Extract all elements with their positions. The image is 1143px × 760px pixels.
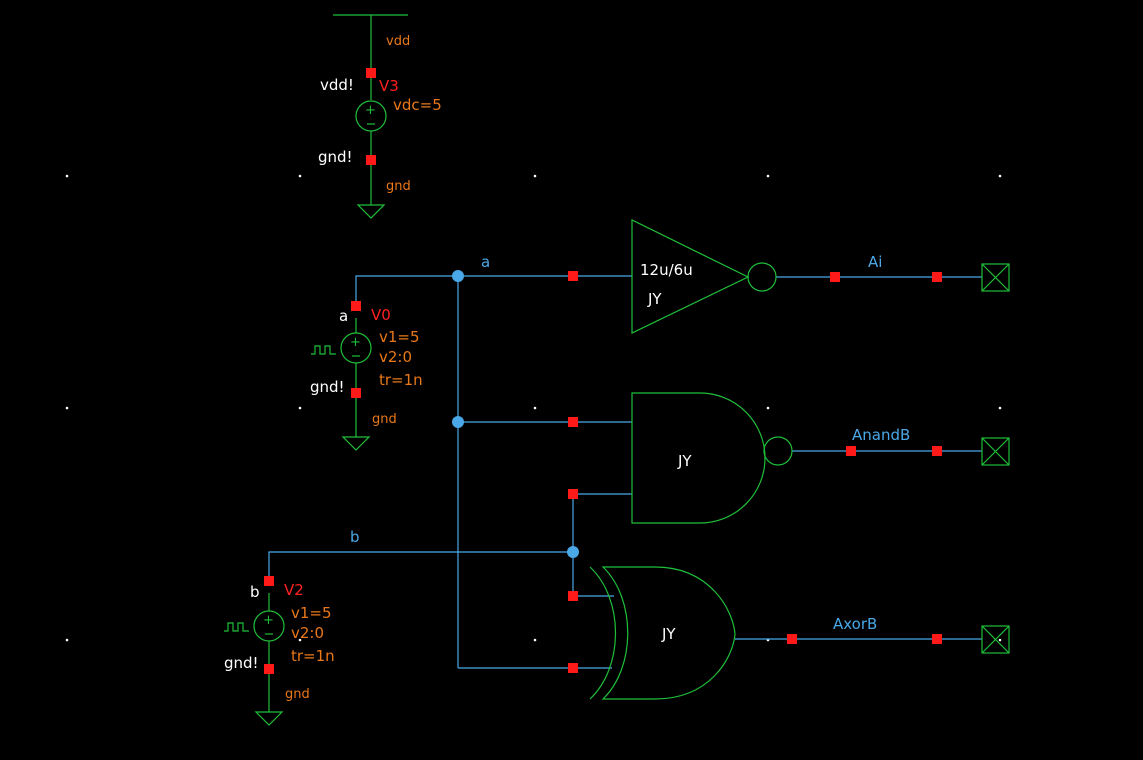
source-a-param-3: tr=1n: [379, 371, 423, 389]
grid-dot: [533, 638, 537, 642]
nand-cell-label: JY: [677, 452, 692, 470]
inverter-cell-label: JY: [647, 290, 662, 308]
source-a-gnd-net-label: gnd: [372, 412, 397, 427]
source-b-gnd-net-label: gnd: [285, 687, 310, 702]
grid-dot: [533, 174, 537, 178]
source-a-instance-name: V0: [371, 306, 391, 324]
source-b-param-3: tr=1n: [291, 647, 335, 665]
vdd-gnd-pin-label: gnd!: [318, 148, 353, 166]
net-label-b: b: [350, 528, 360, 546]
source-b-instance-name: V2: [284, 581, 304, 599]
vdd-source[interactable]: + vdd vdd! V3 vdc=5 gnd! gnd: [318, 14, 442, 219]
xor-gate[interactable]: JY: [589, 566, 736, 700]
svg-text:+: +: [263, 613, 274, 628]
net-label-a: a: [481, 253, 490, 271]
output-label-anandb: AnandB: [852, 426, 910, 444]
grid-dot: [766, 406, 770, 410]
svg-text:+: +: [365, 103, 376, 118]
output-terminal-axorb[interactable]: [981, 625, 1010, 654]
source-a-param-1: v1=5: [379, 328, 420, 346]
source-a-param-2: v2:0: [379, 348, 412, 366]
grid-dot: [298, 638, 302, 642]
inverter-size-label: 12u/6u: [640, 261, 693, 279]
source-a[interactable]: + a V0 v1=5 v2:0 tr=1n gnd! gnd: [310, 301, 423, 451]
source-b-gnd-pin-label: gnd!: [224, 654, 259, 672]
source-a-pin-label: a: [339, 307, 348, 325]
grid-dot: [65, 638, 69, 642]
source-b-param-2: v2:0: [291, 624, 324, 642]
junction-dot: [452, 270, 464, 282]
vdd-source-pin-bottom[interactable]: [366, 155, 376, 165]
grid-dot: [65, 406, 69, 410]
grid-dot: [998, 638, 1002, 642]
source-a-pin-bottom[interactable]: [351, 388, 361, 398]
source-b-param-1: v1=5: [291, 604, 332, 622]
source-b-pin-top[interactable]: [264, 576, 274, 586]
vdd-source-param: vdc=5: [393, 96, 442, 114]
source-a-gnd-pin-label: gnd!: [310, 378, 345, 396]
vdd-pin-label: vdd!: [320, 76, 354, 94]
output-label-ai: Ai: [868, 253, 882, 271]
grid-dot: [766, 174, 770, 178]
grid-dot: [65, 174, 69, 178]
source-a-pin-top[interactable]: [351, 301, 361, 311]
grid-dot: [998, 406, 1002, 410]
output-terminal-ai[interactable]: [981, 263, 1010, 292]
grid-dot: [533, 406, 537, 410]
junction-dot: [452, 416, 464, 428]
wires[interactable]: [268, 275, 982, 669]
source-b-pin-bottom[interactable]: [264, 664, 274, 674]
source-b[interactable]: + b V2 v1=5 v2:0 tr=1n gnd! gnd: [224, 576, 335, 726]
grid-dot: [298, 174, 302, 178]
inverter-gate[interactable]: 12u/6u JY: [631, 219, 777, 334]
vdd-gnd-net-label: gnd: [386, 179, 411, 194]
vdd-source-pin-top[interactable]: [366, 68, 376, 78]
output-terminal-anandb[interactable]: [981, 437, 1010, 466]
svg-text:+: +: [350, 335, 361, 350]
grid-dot: [298, 406, 302, 410]
grid-dot: [998, 174, 1002, 178]
vdd-net-label: vdd: [386, 34, 410, 49]
nand-gate[interactable]: JY: [631, 392, 793, 524]
grid: [65, 174, 1002, 642]
junction-dot: [567, 546, 579, 558]
output-label-axorb: AxorB: [833, 615, 877, 633]
source-b-pin-label: b: [250, 583, 260, 601]
xor-cell-label: JY: [661, 625, 676, 643]
wire-pins: [568, 271, 942, 673]
vdd-instance-name: V3: [379, 77, 399, 95]
